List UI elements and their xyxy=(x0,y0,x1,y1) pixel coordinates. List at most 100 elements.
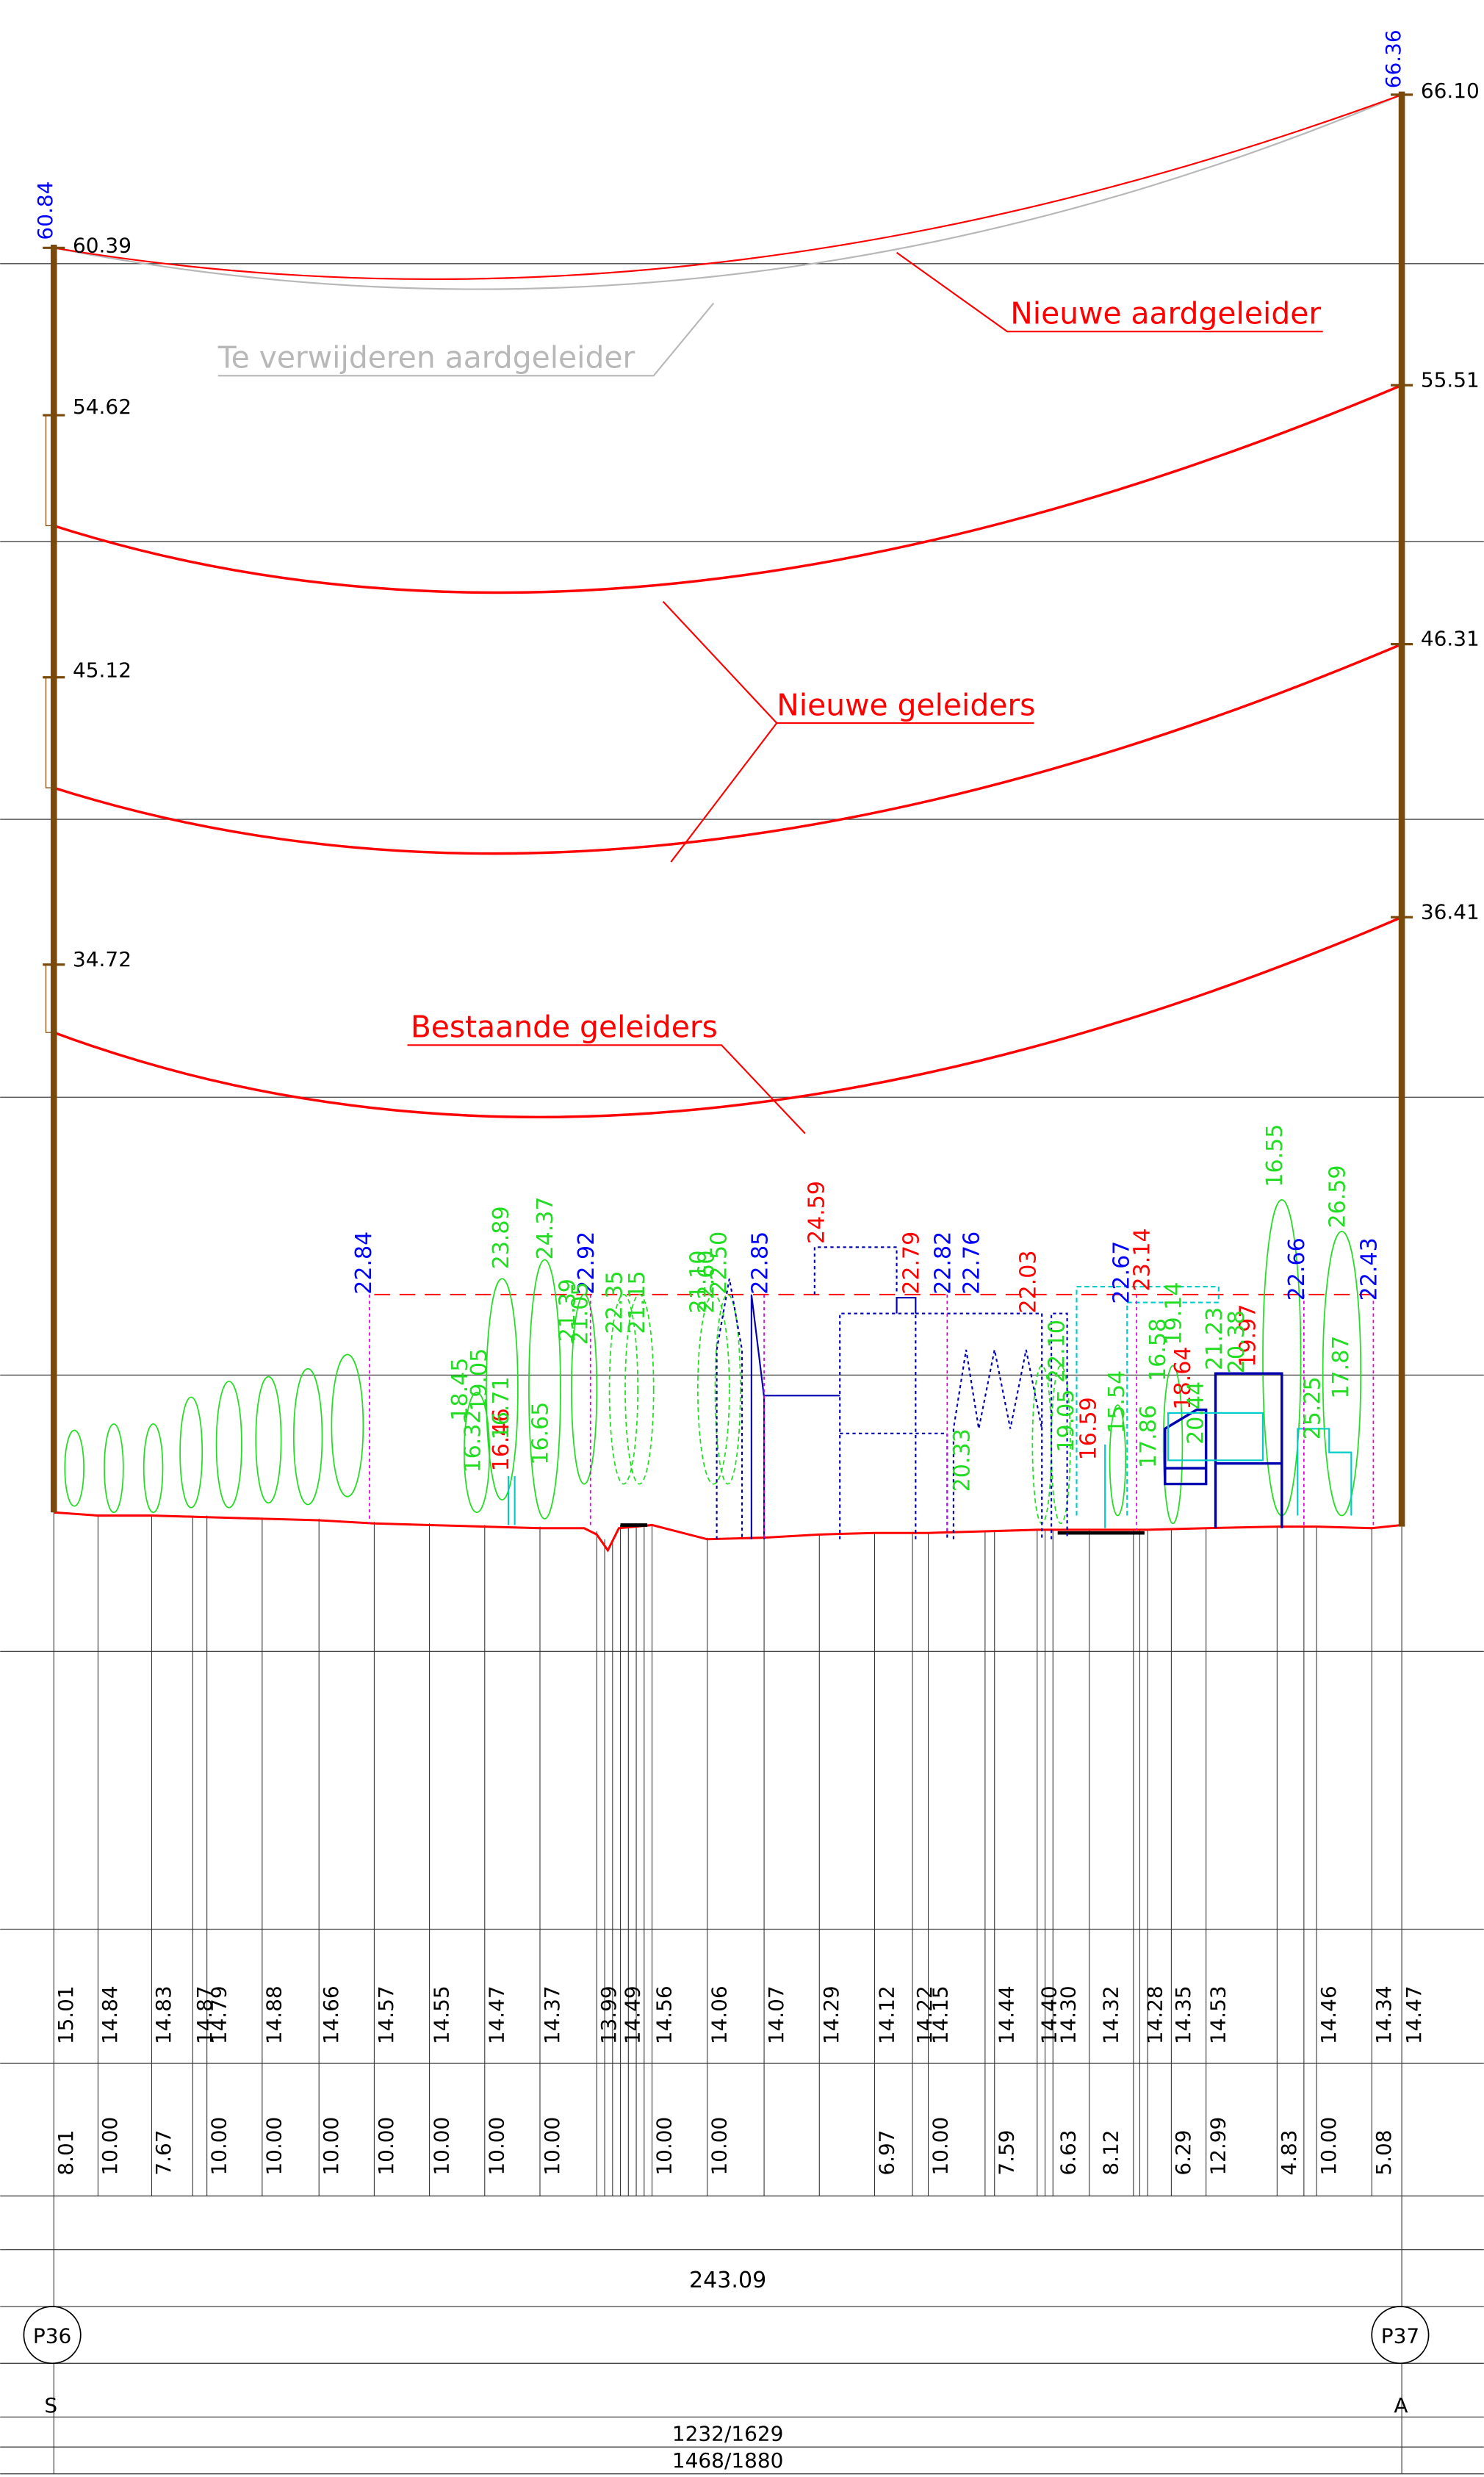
ground-height: 14.44 xyxy=(995,1985,1019,2044)
green-label: 15.54 xyxy=(1104,1370,1130,1434)
green-label: 26.59 xyxy=(1325,1165,1351,1228)
green-label: 20.38 xyxy=(1224,1310,1250,1373)
tower-p37-top-label: 66.36 xyxy=(1381,29,1405,88)
ground-height: 14.87 xyxy=(192,1985,217,2044)
station-lines xyxy=(53,1512,1402,2474)
trees xyxy=(64,1199,1362,1525)
green-label: 22.35 xyxy=(602,1270,628,1334)
green-label: 21.10 xyxy=(686,1250,712,1313)
p37-attach-3: 46.31 xyxy=(1421,627,1480,651)
ground-height: 14.49 xyxy=(620,1985,644,2044)
ground-height: 14.88 xyxy=(262,1985,287,2044)
tower-p37 xyxy=(1391,91,1413,1527)
ground-height: 14.83 xyxy=(151,1985,176,2044)
ground-height: 14.56 xyxy=(652,1985,676,2044)
red-label: 16.59 xyxy=(1076,1397,1101,1460)
green-label: 16.55 xyxy=(1262,1124,1288,1187)
ground-height: 14.29 xyxy=(819,1985,843,2044)
blue-label: 22.43 xyxy=(1357,1237,1383,1301)
red-label: 22.03 xyxy=(1016,1250,1042,1313)
red-label: 23.14 xyxy=(1129,1228,1155,1291)
blue-label: 22.76 xyxy=(959,1232,984,1295)
green-label: 22.10 xyxy=(1044,1320,1070,1383)
segment-length: 10.00 xyxy=(98,2117,122,2176)
green-label: 20.44 xyxy=(1183,1381,1209,1445)
segment-length: 6.97 xyxy=(874,2129,898,2175)
blue-label: 22.84 xyxy=(351,1232,377,1295)
segment-length: 10.00 xyxy=(540,2117,564,2176)
tower-p37-bottom-code: A xyxy=(1394,2393,1408,2417)
new-earth-wire xyxy=(54,93,1402,281)
green-label: 19.14 xyxy=(1161,1281,1186,1345)
ground-height: 14.37 xyxy=(540,1985,564,2044)
ground-profile xyxy=(54,1511,1402,1553)
segment-lengths-row: 8.01 10.00 7.67 10.00 10.00 10.00 10.00 … xyxy=(54,2117,1396,2176)
cyan-structures xyxy=(507,1285,1352,1528)
obstacle-labels: 22.84 22.92 22.85 22.82 22.76 22.67 22.6… xyxy=(351,1124,1383,1492)
red-label: 22.79 xyxy=(899,1232,925,1295)
green-label: 16.32 xyxy=(460,1409,486,1473)
ground-height: 14.66 xyxy=(319,1985,343,2044)
tower-p36-bottom-code: S xyxy=(44,2393,57,2417)
red-label: 18.64 xyxy=(1170,1347,1196,1410)
ground-height: 14.84 xyxy=(98,1985,122,2044)
ground-heights-row: 15.01 14.84 14.83 14.87 14.79 14.88 14.6… xyxy=(54,1985,1426,2044)
tower-p37-code: P37 xyxy=(1381,2323,1419,2348)
tower-p36 xyxy=(43,245,65,1513)
callout-leaders xyxy=(217,251,1323,1135)
ground-height: 14.46 xyxy=(1316,1985,1341,2044)
segment-length: 10.00 xyxy=(707,2117,732,2176)
blue-label: 22.92 xyxy=(574,1232,599,1295)
magenta-obstacle-lines xyxy=(369,1294,1375,1538)
segment-length: 5.08 xyxy=(1372,2129,1396,2175)
p36-attach-4: 34.72 xyxy=(73,947,132,971)
segment-length: 8.12 xyxy=(1098,2129,1123,2175)
p36-attach-1: 60.39 xyxy=(73,234,132,258)
p37-attach-1: 66.10 xyxy=(1421,79,1480,103)
segment-length: 10.00 xyxy=(374,2117,398,2176)
green-label: 16.65 xyxy=(528,1402,554,1465)
new-conductor-middle xyxy=(53,643,1402,855)
ground-height: 14.06 xyxy=(707,1985,732,2044)
ground-height: 14.32 xyxy=(1098,1985,1123,2044)
green-label: 21.15 xyxy=(624,1270,650,1334)
green-label: 24.37 xyxy=(533,1196,558,1259)
ground-height: 14.53 xyxy=(1206,1985,1230,2044)
span-length: 243.09 xyxy=(689,2268,766,2293)
segment-length: 10.00 xyxy=(429,2117,453,2176)
ground-height: 14.15 xyxy=(928,1985,952,2044)
grid-lines xyxy=(0,263,1484,1652)
green-label: 17.87 xyxy=(1328,1335,1354,1398)
label-existing-conductors: Bestaande geleiders xyxy=(411,1010,718,1045)
p37-attach-4: 36.41 xyxy=(1421,899,1480,924)
green-label: 23.89 xyxy=(489,1206,514,1269)
segment-length: 10.00 xyxy=(928,2117,952,2176)
ground-height: 14.30 xyxy=(1056,1985,1080,2044)
ground-height: 13.99 xyxy=(597,1985,621,2044)
p36-attach-2: 54.62 xyxy=(73,395,132,419)
segment-length: 8.01 xyxy=(54,2129,78,2175)
ground-height: 14.34 xyxy=(1372,1985,1396,2044)
ground-height: 14.07 xyxy=(764,1985,788,2044)
tower-p36-top-label: 60.84 xyxy=(33,181,57,240)
segment-length: 7.59 xyxy=(995,2129,1019,2175)
segment-length: 4.83 xyxy=(1277,2129,1301,2175)
green-label: 22.60 xyxy=(694,1250,719,1313)
profile-table-grid xyxy=(0,1928,1484,2475)
green-label: 21.23 xyxy=(1202,1307,1228,1370)
footer-row-2: 1468/1880 xyxy=(672,2448,784,2473)
green-label: 16.71 xyxy=(489,1376,514,1439)
segment-length: 10.00 xyxy=(262,2117,287,2176)
ground-height: 14.28 xyxy=(1143,1985,1167,2044)
segment-length: 10.00 xyxy=(1316,2117,1341,2176)
ground-height: 14.22 xyxy=(912,1985,937,2044)
segment-length: 10.00 xyxy=(485,2117,509,2176)
ground-height: 14.57 xyxy=(374,1985,398,2044)
tower-p37-badge xyxy=(1371,2306,1430,2365)
ground-height: 14.79 xyxy=(206,1985,231,2044)
green-label: 21.05 xyxy=(567,1281,593,1345)
segment-length: 10.00 xyxy=(206,2117,231,2176)
label-new-earth-wire: Nieuwe aardgeleider xyxy=(1010,295,1321,331)
blue-label: 22.66 xyxy=(1284,1237,1310,1301)
